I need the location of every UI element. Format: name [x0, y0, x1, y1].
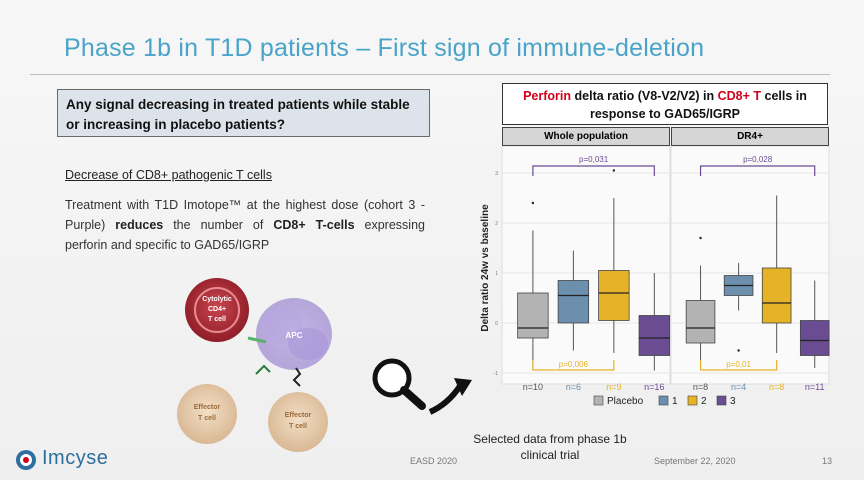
significance-bracket-top — [699, 165, 816, 176]
legend-label: Placebo — [607, 396, 644, 407]
y-tick-label: -1 — [494, 371, 499, 377]
box-2 — [761, 267, 792, 324]
y-axis-label: Delta ratio 24w vs baseline — [480, 204, 491, 332]
chart-title-mid-1: delta ratio (V8-V2/V2) in — [571, 89, 718, 103]
n-label: n=8 — [769, 382, 784, 392]
para-bold-2: CD8+ T-cells — [273, 218, 355, 232]
para-text-2: the number of — [163, 218, 274, 232]
title-divider — [30, 74, 830, 75]
boxplot-chart: Delta ratio 24w vs baseline -1 0 1 2 3 n=10 n=6… — [480, 145, 832, 416]
outlier-point — [531, 201, 535, 205]
box-2 — [598, 270, 630, 321]
para-bold-1: reduces — [115, 218, 164, 232]
significance-bracket-bottom — [699, 360, 778, 371]
chart-title-mid-2: cells in response to GAD65/IGRP — [589, 89, 807, 121]
subheading: Decrease of CD8+ pathogenic T cells — [65, 168, 272, 182]
effector-cell-1-icon — [177, 384, 237, 444]
cytolytic-cell-icon — [185, 278, 249, 342]
n-label: n=8 — [693, 382, 708, 392]
slide-title: Phase 1b in T1D patients – First sign of… — [64, 34, 705, 62]
p-value-top: p=0,031 — [579, 155, 609, 164]
p-value-top: p=0,028 — [743, 155, 773, 164]
legend-label: 3 — [730, 396, 736, 407]
footer-event: EASD 2020 — [410, 456, 458, 466]
chart-title-red-1: Perforin — [523, 89, 572, 103]
para-text-3: expressing perforin and specific to GAD6… — [65, 218, 425, 252]
apc-label: APC — [286, 331, 303, 340]
panel-header-whole: Whole population — [502, 127, 670, 146]
effector-1-label-2: T cell — [198, 415, 216, 422]
n-label: n=6 — [566, 382, 581, 392]
y-tick-label: 0 — [495, 321, 498, 327]
y-tick-label: 1 — [495, 271, 498, 277]
chart-title-red-2: CD8+ T — [717, 89, 762, 103]
logo-text: Imcyse — [42, 447, 109, 469]
y-tick-label: 3 — [495, 171, 498, 177]
legend-swatch — [593, 395, 604, 406]
effector-cell-2-icon — [268, 392, 328, 452]
boxplot-svg: Delta ratio 24w vs baseline -1 0 1 2 3 n=10 n=6… — [480, 145, 830, 407]
n-label: n=9 — [606, 382, 621, 392]
legend-label: 1 — [672, 396, 678, 407]
legend-swatch — [658, 395, 669, 406]
page-number: 13 — [822, 456, 833, 466]
cytolytic-label-3: T cell — [208, 316, 226, 323]
magnifier-icon — [372, 358, 426, 410]
receptor-icon-2 — [255, 364, 271, 375]
description-paragraph: Treatment with T1D Imotope™ at the highe… — [65, 195, 425, 255]
tcr-icon — [292, 367, 302, 387]
chart-title: Perforin delta ratio (V8-V2/V2) in CD8+ … — [502, 83, 828, 125]
cytolytic-label-2: CD4+ — [208, 306, 226, 313]
outlier-point — [699, 236, 702, 240]
apc-icon — [256, 298, 332, 370]
curved-arrow-icon — [428, 378, 472, 415]
cell-illustration: Cytolytic CD4+ T cell APC Effector T cel… — [170, 276, 360, 456]
outlier-point — [612, 169, 616, 172]
y-tick-label: 2 — [495, 221, 498, 227]
p-value-bottom: p=0,006 — [559, 360, 589, 369]
effector-2-label-1: Effector — [285, 412, 312, 419]
box-3 — [638, 315, 671, 356]
magnifier-graphic — [368, 356, 478, 426]
box-0 — [685, 300, 716, 344]
box-3 — [799, 320, 830, 356]
n-label: n=4 — [731, 382, 746, 392]
box-1 — [557, 280, 590, 324]
p-value-bottom: p=0,01 — [726, 360, 751, 369]
receptor-icon — [247, 336, 267, 344]
question-box: Any signal decreasing in treated patient… — [57, 89, 430, 137]
imcyse-logo: Imcyse — [14, 446, 124, 474]
para-text-1: Treatment with T1D Imotope™ at the highe… — [65, 198, 425, 232]
legend-label: 2 — [701, 396, 707, 407]
outlier-point — [737, 349, 740, 352]
n-label: n=11 — [805, 382, 825, 392]
legend-swatch — [716, 395, 727, 406]
cytolytic-label-1: Cytolytic — [202, 296, 232, 303]
n-label: n=10 — [523, 382, 543, 392]
effector-1-label-1: Effector — [194, 404, 221, 411]
footer-date: September 22, 2020 — [654, 456, 736, 466]
box-0 — [517, 292, 549, 339]
legend-swatch — [687, 395, 698, 406]
panel-header-dr4: DR4+ — [671, 127, 829, 146]
significance-bracket-top — [532, 165, 655, 176]
chart-caption: Selected data from phase 1b clinical tri… — [473, 432, 627, 462]
n-label: n=16 — [644, 382, 664, 392]
significance-bracket-bottom — [532, 360, 615, 371]
imcyse-logo-icon — [16, 450, 36, 470]
effector-2-label-2: T cell — [289, 423, 307, 430]
